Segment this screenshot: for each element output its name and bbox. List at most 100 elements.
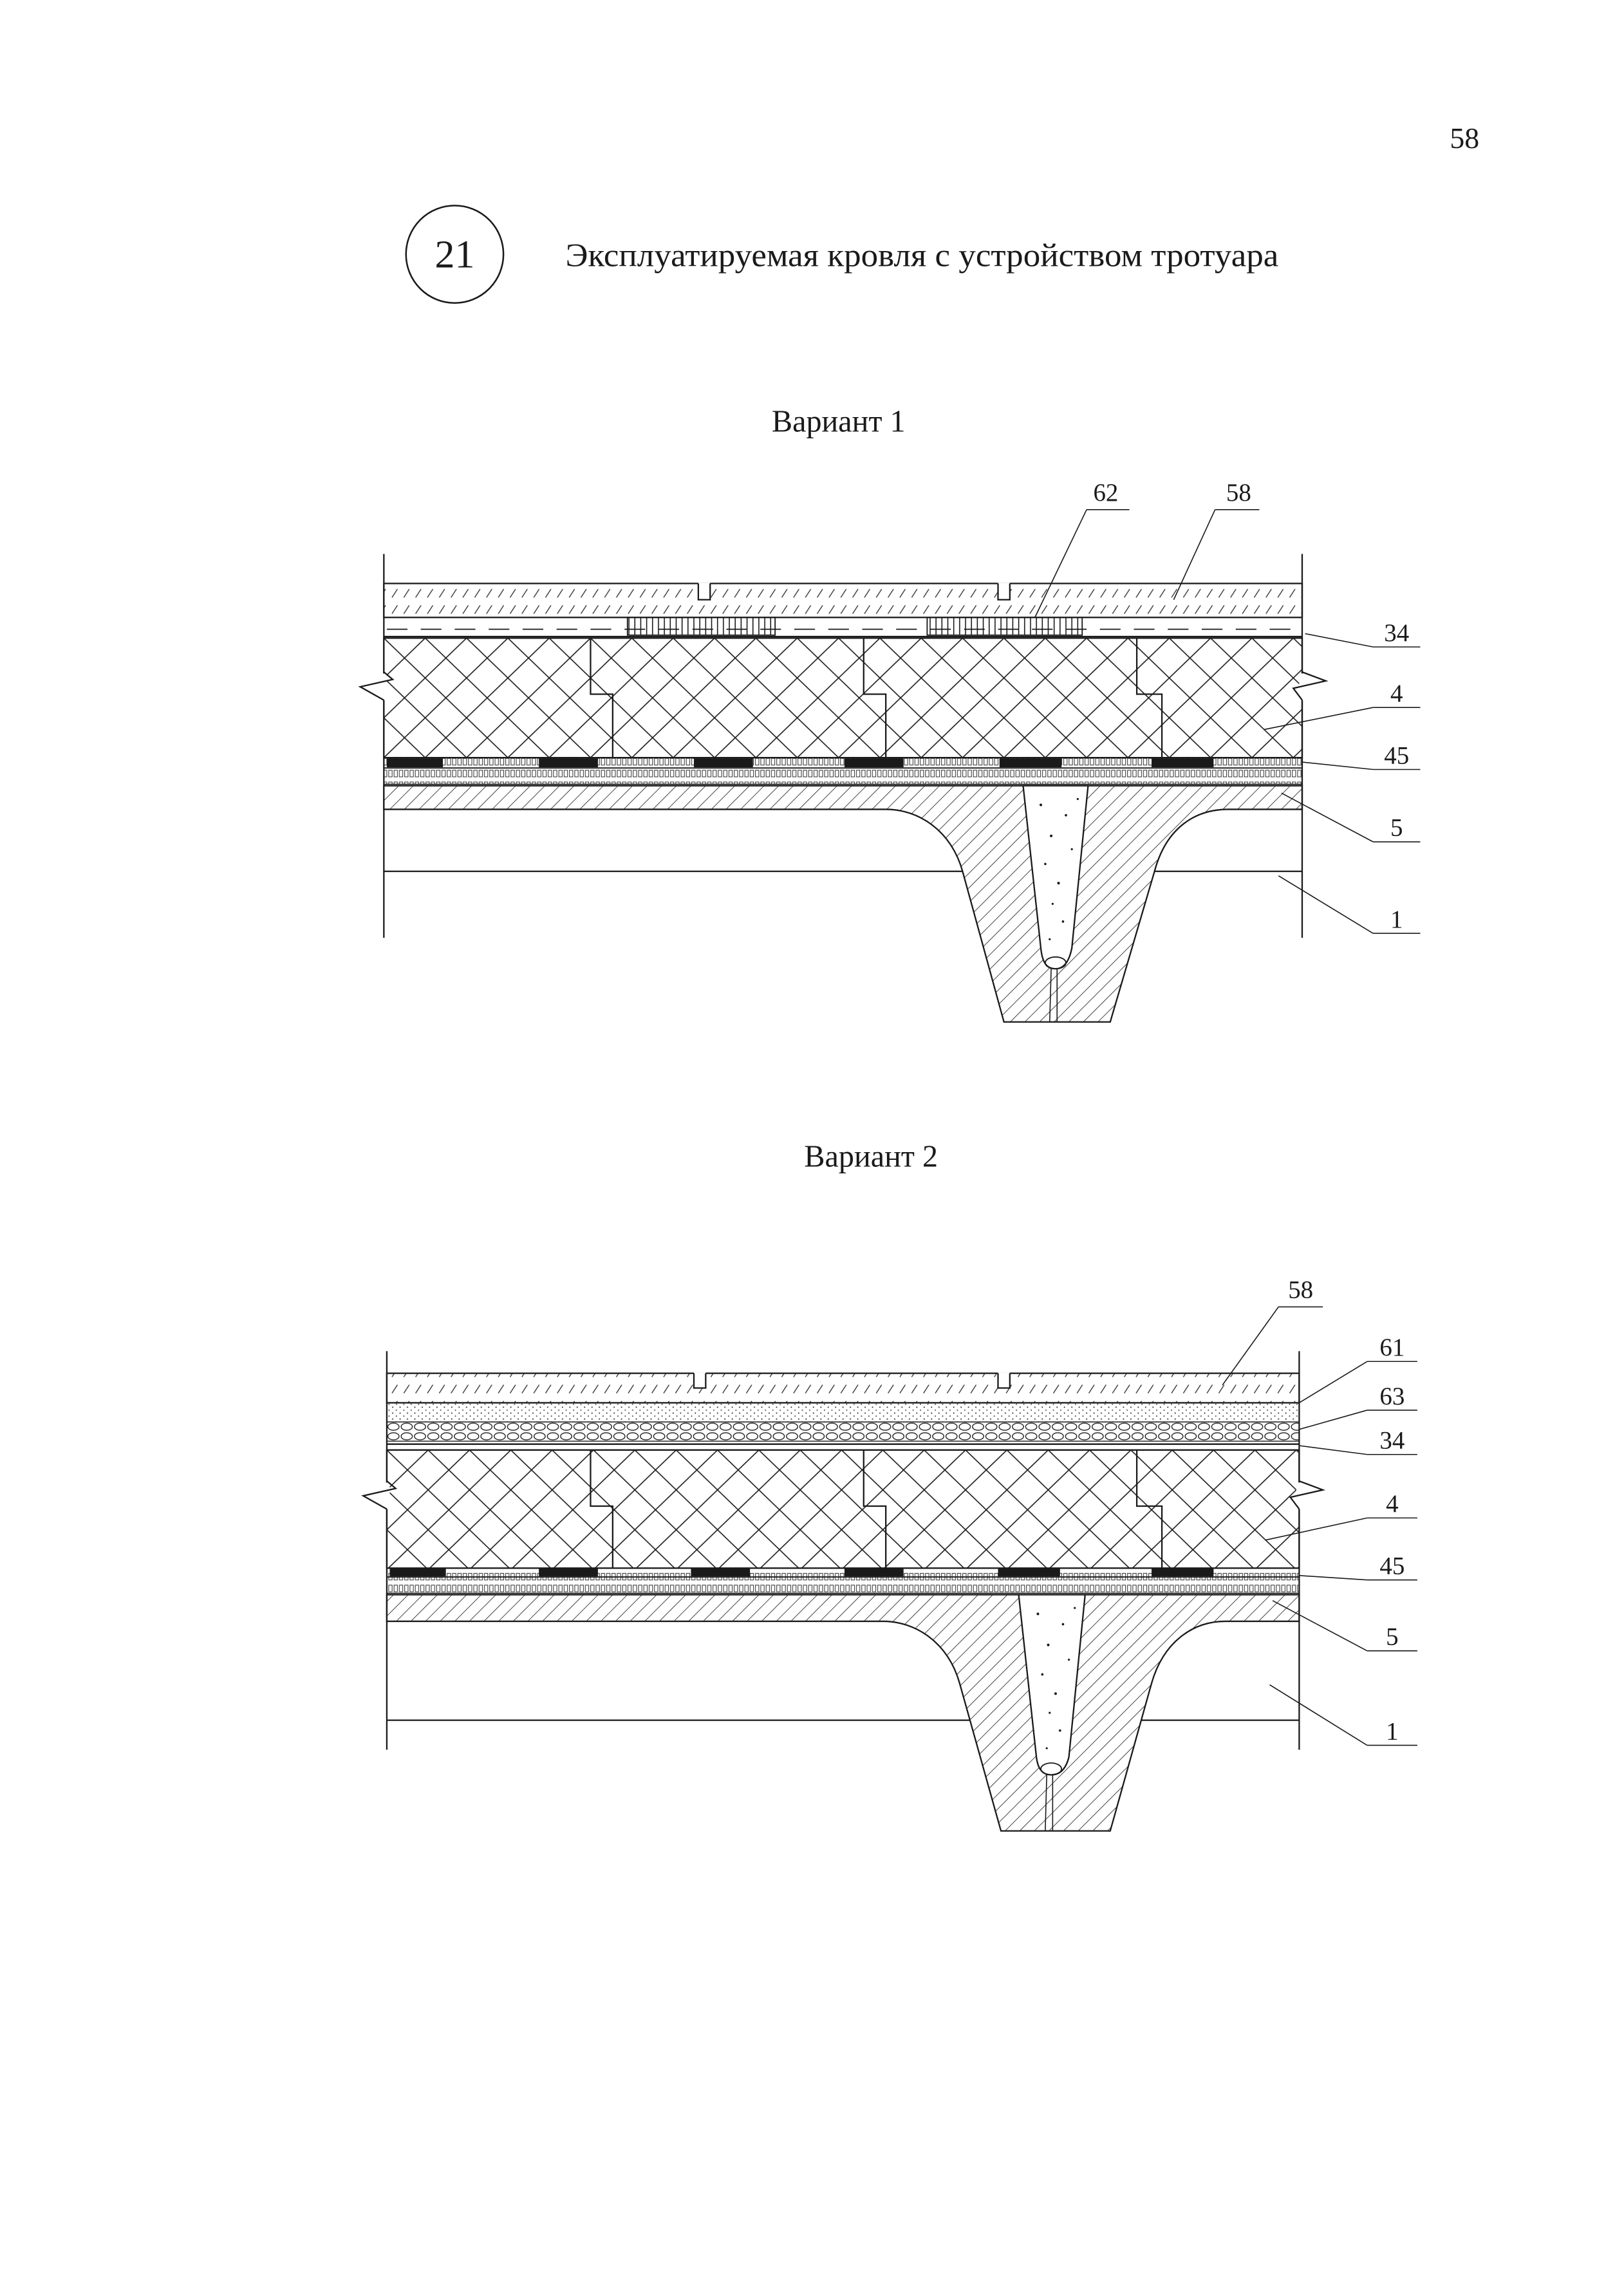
page-number: 58 (1450, 122, 1479, 154)
callout-leader (1299, 1575, 1367, 1581)
callout-62: 62 (1034, 479, 1130, 618)
board-joint (863, 638, 887, 758)
tile-joint (698, 582, 711, 601)
tile-joint-outline (697, 583, 711, 601)
slab-joint-line (1049, 969, 1052, 1022)
callout-leader (1173, 509, 1216, 601)
break-line-right (1292, 671, 1329, 701)
joint-bottom (1040, 1762, 1063, 1776)
callout-leader (1269, 1684, 1368, 1746)
barrier-segment (844, 758, 904, 768)
grout-aggregate-dots (1039, 797, 1079, 940)
insulation-layer (358, 637, 1329, 759)
barrier-segment (999, 758, 1062, 768)
callout-label: 61 (1379, 1334, 1405, 1361)
support-pad-layer (384, 617, 1302, 638)
callout-label: 5 (1386, 1623, 1399, 1651)
break-line-left (358, 671, 395, 701)
section-heading: 21 Эксплуатируемая кровля с устройством … (405, 205, 1278, 304)
break-mask (380, 673, 387, 700)
variant-title: Вариант 2 (804, 1139, 938, 1173)
vapour-barrier-layer (383, 757, 1303, 769)
tile-strip (383, 582, 1303, 619)
ribbed-slab (383, 785, 1303, 1023)
gravel-strip (386, 1421, 1300, 1442)
tile-joint-outline (997, 1373, 1011, 1389)
callout-leader (1305, 633, 1374, 648)
board-joint (590, 638, 614, 758)
levelling-layer (383, 767, 1303, 785)
callout-label: 4 (1390, 680, 1403, 707)
callout-34: 34 (1299, 1427, 1417, 1455)
variant-1-section-drawing: 62 58 34 4 45 5 1 (358, 479, 1421, 1023)
barrier-segment (691, 1569, 751, 1576)
callout-45: 45 (1299, 1552, 1417, 1581)
levelling-strip (386, 1576, 1300, 1594)
tile-joint (998, 582, 1010, 601)
slab-section (383, 785, 1303, 1023)
grout-aggregate-dots (1036, 1607, 1076, 1749)
tile-joint (998, 1372, 1010, 1389)
callout-label: 45 (1384, 741, 1409, 769)
callout-45: 45 (1302, 741, 1421, 770)
callout-leader (1281, 792, 1374, 843)
barrier-segment (1152, 758, 1214, 768)
callout-4: 4 (1264, 680, 1421, 731)
break-line-right (1289, 1480, 1326, 1510)
variant-title: Вариант 1 (772, 404, 906, 438)
gravel-layer (386, 1421, 1300, 1442)
barrier-segment (998, 1569, 1060, 1576)
break-mask (384, 1482, 390, 1509)
insulation-fill (386, 1449, 1300, 1569)
section-number: 21 (434, 233, 474, 277)
callout-label: 34 (1379, 1427, 1405, 1455)
sand-strip (386, 1402, 1300, 1422)
tile-joint-outline (693, 1373, 707, 1389)
board-joint (590, 1449, 614, 1569)
callout-61: 61 (1298, 1334, 1417, 1404)
callout-label: 58 (1288, 1276, 1313, 1304)
barrier-segment (539, 758, 598, 768)
membrane-layer (386, 1443, 1300, 1451)
callout-label: 1 (1386, 1717, 1399, 1745)
barrier-segment (386, 758, 443, 768)
support-pad (626, 617, 776, 636)
barrier-segment (694, 758, 753, 768)
levelling-layer (386, 1576, 1300, 1594)
callout-1: 1 (1269, 1684, 1417, 1746)
support-pad (926, 617, 1083, 636)
break-line-left (361, 1480, 398, 1510)
paving-tile-layer (386, 1372, 1300, 1404)
callout-34: 34 (1305, 619, 1421, 648)
callout-58: 58 (1173, 479, 1260, 601)
callout-1: 1 (1278, 875, 1421, 934)
callout-5: 5 (1281, 792, 1421, 843)
barrier-segment (1152, 1569, 1214, 1576)
callout-leader (1034, 509, 1087, 618)
ribbed-slab (386, 1594, 1300, 1832)
callout-label: 5 (1390, 814, 1403, 842)
sand-layer (386, 1402, 1300, 1422)
callout-leader (1298, 1361, 1368, 1404)
callout-leader (1264, 707, 1374, 731)
callout-label: 45 (1379, 1552, 1405, 1580)
callout-4: 4 (1265, 1490, 1417, 1541)
callout-label: 4 (1386, 1490, 1399, 1518)
callout-leader (1299, 1445, 1368, 1455)
callout-leader (1222, 1306, 1279, 1386)
slab-joint-line (1045, 1775, 1047, 1831)
callout-leader (1278, 875, 1374, 934)
callout-leader (1299, 1410, 1368, 1430)
tile-strip (386, 1372, 1300, 1404)
callout-5: 5 (1272, 1600, 1417, 1652)
barrier-segment (389, 1569, 446, 1576)
barrier-segment (844, 1569, 904, 1576)
tile-joint-outline (997, 583, 1011, 601)
tile-joint (694, 1372, 706, 1389)
variant-2-section-drawing: 58 61 63 34 4 45 5 (361, 1276, 1417, 1832)
board-joint (1135, 1449, 1163, 1569)
section-title: Эксплуатируемая кровля с устройством тро… (565, 237, 1278, 273)
callout-label: 1 (1390, 906, 1403, 933)
callout-label: 63 (1379, 1383, 1405, 1410)
